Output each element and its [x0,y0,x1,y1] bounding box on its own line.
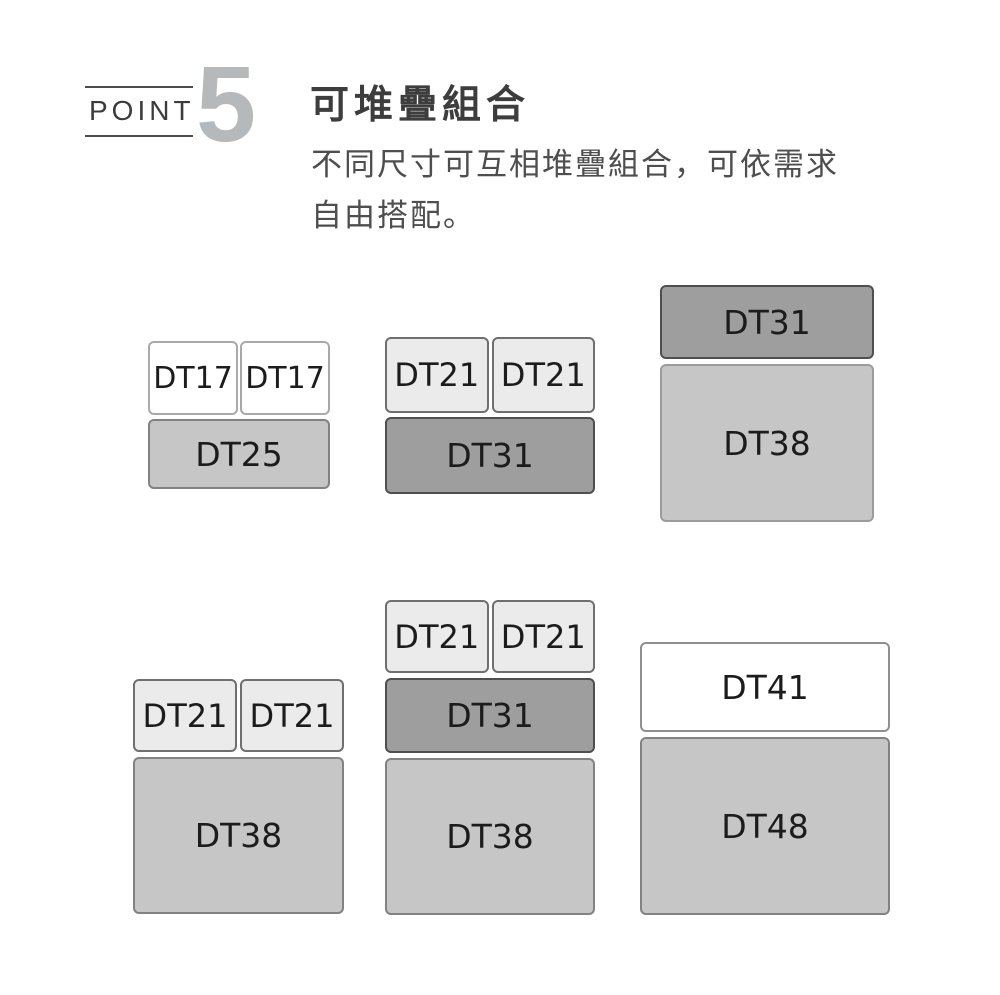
stack-dt17-dt17-on-dt25: DT17 DT17 DT25 [148,341,330,489]
subtitle-line-2: 自由搭配。 [311,198,476,234]
box-dt21: DT21 [491,600,595,673]
page-subtitle: 不同尺寸可互相堆疊組合，可依需求 自由搭配。 [311,140,839,242]
stack-row: DT41 [640,642,890,732]
box-dt17: DT17 [240,341,330,415]
box-dt31: DT31 [385,678,595,753]
stack-row: DT31 [660,285,874,359]
stack-row: DT31 [385,417,595,494]
box-dt41: DT41 [640,642,890,732]
stack-row: DT48 [640,737,890,915]
stack-row: DT31 [385,678,595,753]
box-dt25: DT25 [148,419,330,489]
box-dt38: DT38 [133,757,344,914]
stack-dt31-on-dt38: DT31 DT38 [660,285,874,522]
point-label: POINT [89,95,195,126]
stack-row: DT38 [660,364,874,522]
stack-row: DT38 [133,757,344,914]
stack-dt41-on-dt48: DT41 DT48 [640,642,890,915]
stack-row: DT25 [148,419,330,489]
box-dt38: DT38 [385,758,595,915]
page-title: 可堆疊組合 [310,83,531,128]
box-dt38: DT38 [660,364,874,522]
stack-dt21-dt21-on-dt31-on-dt38: DT21 DT21 DT31 DT38 [385,600,595,915]
box-dt31: DT31 [385,417,595,494]
box-dt21: DT21 [240,679,344,752]
stack-row: DT38 [385,758,595,915]
box-dt17: DT17 [148,341,238,415]
box-dt21: DT21 [385,337,489,413]
box-dt21: DT21 [133,679,237,752]
box-dt48: DT48 [640,737,890,915]
box-dt21: DT21 [491,337,595,413]
stack-dt21-dt21-on-dt31: DT21 DT21 DT31 [385,337,595,494]
stack-row: DT21 DT21 [385,600,595,673]
box-dt21: DT21 [385,600,489,673]
stack-row: DT21 DT21 [385,337,595,413]
subtitle-line-1: 不同尺寸可互相堆疊組合，可依需求 [311,147,839,183]
box-dt31: DT31 [660,285,874,359]
stack-row: DT21 DT21 [133,679,344,752]
point-number: 5 [196,43,257,164]
stack-dt21-dt21-on-dt38: DT21 DT21 DT38 [133,679,344,914]
point-badge: POINT [85,86,193,137]
stack-row: DT17 DT17 [148,341,330,415]
